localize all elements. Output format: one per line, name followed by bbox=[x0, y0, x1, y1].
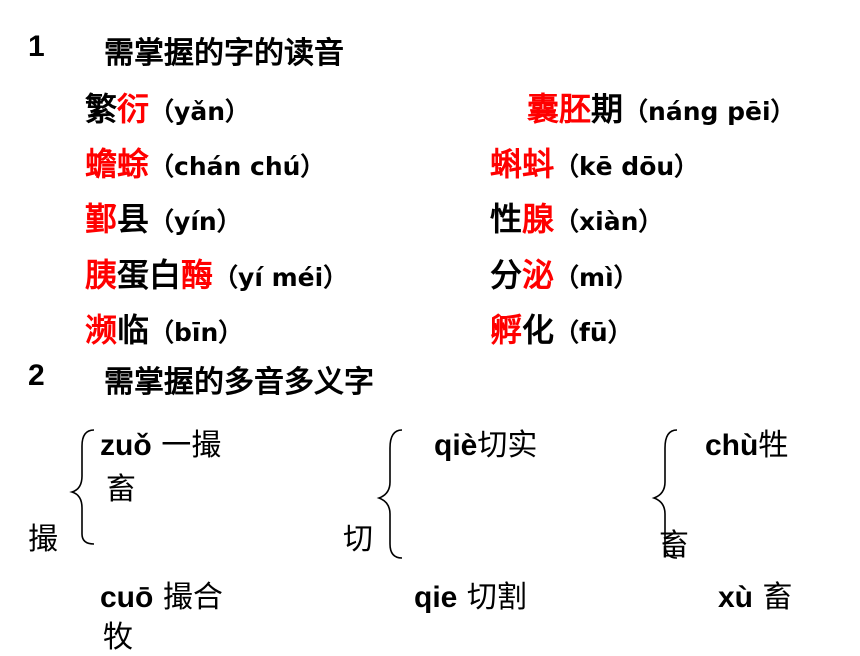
row-2-right: 蝌蚪（kē dōu） bbox=[490, 139, 699, 185]
text-segment-2-right-2: （kē dōu） bbox=[554, 152, 700, 181]
row-1-left: 繁衍（yǎn） bbox=[85, 84, 250, 130]
group-3-bottom: xù 畜 bbox=[718, 572, 793, 616]
highlighted-char-2-right-1: 蝌蚪 bbox=[490, 145, 555, 183]
text-segment-5-left-2: 临（bīn） bbox=[117, 311, 244, 349]
highlighted-char-5-right-1: 孵 bbox=[490, 311, 523, 349]
section2-number: 2 bbox=[28, 359, 45, 392]
row-5-left: 濒临（bīn） bbox=[85, 305, 243, 351]
group-1-top-wrap: 畜 bbox=[106, 472, 136, 507]
text-segment-4-right-3: （mì） bbox=[554, 263, 639, 292]
text-segment-3-left-2: 县（yín） bbox=[117, 200, 242, 238]
group-1-top-word: 一撮 bbox=[151, 428, 222, 463]
group-2-top-word: 切实 bbox=[477, 428, 538, 463]
row-2-left: 蟾蜍（chán chú） bbox=[85, 139, 325, 185]
text-segment-4-right-1: 分 bbox=[490, 256, 523, 294]
text-segment-3-right-3: （xiàn） bbox=[554, 207, 664, 236]
group-3-bottom-word: 畜 bbox=[753, 580, 793, 615]
text-segment-4-left-2: 蛋白 bbox=[117, 256, 182, 294]
highlighted-char-3-right-2: 腺 bbox=[522, 200, 555, 238]
group-3-top-word: 牲 bbox=[758, 428, 789, 463]
highlighted-char-4-right-2: 泌 bbox=[522, 256, 555, 294]
group-2-char: 切 bbox=[343, 522, 373, 557]
highlighted-char-1-left-2: 衍 bbox=[117, 90, 150, 128]
group-1-bottom: cuō 撮合 bbox=[100, 572, 223, 616]
group-1-bottom-pinyin: cuō bbox=[100, 581, 154, 614]
group-2-bottom: qie 切割 bbox=[414, 572, 527, 616]
row-5-right: 孵化（fū） bbox=[490, 305, 633, 351]
text-segment-5-right-2: 化（fū） bbox=[522, 311, 633, 349]
group-1-bottom-wrap: 牧 bbox=[103, 620, 133, 655]
group-2-top-pinyin: qiè bbox=[434, 429, 478, 462]
group-3-bottom-pinyin: xù bbox=[718, 581, 754, 614]
section1-number: 1 bbox=[28, 30, 45, 63]
row-3-left: 鄞县（yín） bbox=[85, 194, 242, 240]
group-3-top: chù牲 bbox=[705, 420, 788, 464]
group-1-brace bbox=[69, 429, 95, 545]
group-3-brace bbox=[651, 429, 678, 559]
text-segment-2-left-2: （chán chú） bbox=[149, 152, 326, 181]
text-segment-1-left-3: （yǎn） bbox=[149, 97, 250, 126]
section2-title: 需掌握的多音多义字 bbox=[104, 365, 374, 400]
text-segment-4-left-4: （yí méi） bbox=[213, 263, 349, 292]
group-2-brace bbox=[376, 429, 403, 559]
text-segment-3-right-1: 性 bbox=[490, 200, 523, 238]
group-2-bottom-word: 切割 bbox=[457, 580, 527, 615]
group-2-bottom-pinyin: qie bbox=[414, 581, 458, 614]
text-segment-1-left-1: 繁 bbox=[85, 90, 118, 128]
row-1-right: 囊胚期（náng pēi） bbox=[527, 84, 796, 130]
row-4-left: 胰蛋白酶（yí méi） bbox=[85, 250, 348, 296]
highlighted-char-5-left-1: 濒 bbox=[85, 311, 118, 349]
group-1-bottom-word: 撮合 bbox=[153, 580, 223, 615]
group-2-top: qiè切实 bbox=[434, 420, 537, 464]
highlighted-char-4-left-1: 胰 bbox=[85, 256, 118, 294]
group-3-top-pinyin: chù bbox=[705, 429, 759, 462]
text-segment-1-right-3: （náng pēi） bbox=[623, 97, 796, 126]
highlighted-char-1-right-1: 囊胚 bbox=[527, 90, 592, 128]
highlighted-char-2-left-1: 蟾蜍 bbox=[85, 145, 150, 183]
section1-title: 需掌握的字的读音 bbox=[104, 36, 344, 71]
group-1-top: zuǒ 一撮 bbox=[100, 420, 221, 464]
text-segment-1-right-2: 期 bbox=[591, 90, 624, 128]
highlighted-char-4-left-3: 酶 bbox=[181, 256, 214, 294]
group-1-char: 撮 bbox=[28, 522, 58, 557]
highlighted-char-3-left-1: 鄞 bbox=[85, 200, 118, 238]
row-4-right: 分泌（mì） bbox=[490, 250, 639, 296]
row-3-right: 性腺（xiàn） bbox=[490, 194, 663, 240]
group-1-top-pinyin: zuǒ bbox=[100, 429, 152, 462]
